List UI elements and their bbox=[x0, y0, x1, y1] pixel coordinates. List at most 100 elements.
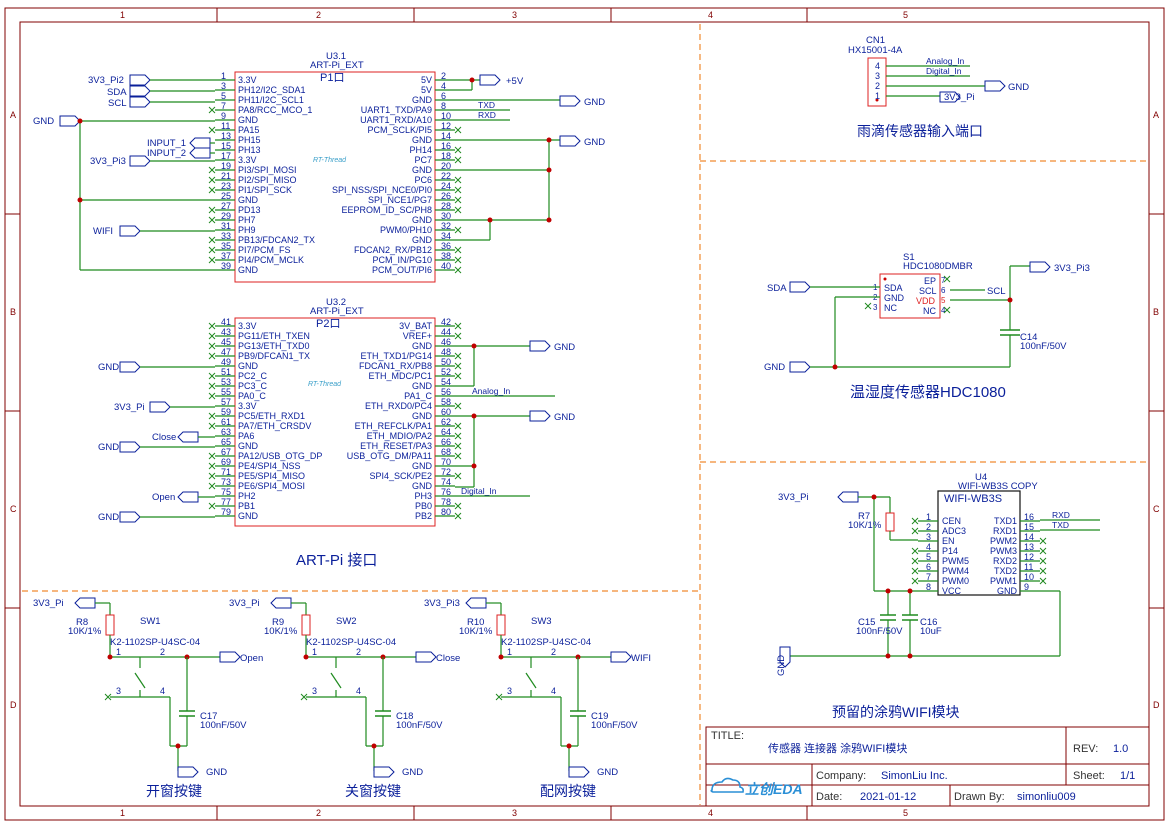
tb-date: 2021-01-12 bbox=[860, 791, 916, 803]
no-connect-mark bbox=[208, 246, 216, 254]
pin-name: PI3/SPI_MOSI bbox=[238, 165, 297, 175]
switch-pin-1: 1 bbox=[312, 647, 317, 657]
pin-number: 56 bbox=[441, 387, 451, 397]
pin-number: 63 bbox=[221, 427, 231, 437]
no-connect-mark bbox=[208, 166, 216, 174]
pin-name: GND bbox=[412, 215, 433, 225]
cn1-part: HX15001-4A bbox=[848, 45, 903, 56]
u4-pin-name: PWM3 bbox=[990, 546, 1017, 556]
net-3v3-pi: 3V3_Pi bbox=[33, 598, 64, 609]
pin-name: PE4/SPI4_NSS bbox=[238, 461, 301, 471]
pin-name: PA15 bbox=[238, 125, 259, 135]
s1-hdc1080: S1 HDC1080DMBR SDA GND NC 1 2 3 EP SCL V… bbox=[764, 252, 1090, 373]
pin-number: 13 bbox=[221, 131, 231, 141]
pin-number: 54 bbox=[441, 377, 451, 387]
net-gnd-p1-r1: GND bbox=[584, 97, 605, 108]
net-gnd-p1-r2: GND bbox=[584, 137, 605, 148]
pin-number: 17 bbox=[221, 151, 231, 161]
u4-pin-name: RXD2 bbox=[993, 556, 1017, 566]
no-connect-mark bbox=[454, 452, 462, 460]
pin-number: 39 bbox=[221, 261, 231, 271]
pin-name: PB2 bbox=[415, 511, 432, 521]
no-connect-mark bbox=[208, 372, 216, 380]
tb-drawn-label: Drawn By: bbox=[954, 791, 1005, 803]
u4-pin-name: PWM4 bbox=[942, 566, 969, 576]
no-connect-mark bbox=[454, 472, 462, 480]
s1-pin-nc: NC bbox=[884, 303, 897, 313]
no-connect-mark bbox=[208, 256, 216, 264]
no-connect-mark bbox=[208, 332, 216, 340]
pin-number: 21 bbox=[221, 171, 231, 181]
lceda-logo: 立创EDA bbox=[710, 777, 803, 797]
no-connect-mark bbox=[208, 352, 216, 360]
resistor-value: 10K/1% bbox=[264, 626, 298, 637]
u4-pin-number: 14 bbox=[1024, 532, 1034, 542]
resistor-value: 10K/1% bbox=[459, 626, 493, 637]
p1-title: P1口 bbox=[320, 72, 344, 84]
net-rxd: RXD bbox=[478, 110, 496, 120]
no-connect-mark bbox=[208, 236, 216, 244]
pin-number: 9 bbox=[221, 111, 226, 121]
pin-name: GND bbox=[412, 235, 433, 245]
pin-number: 80 bbox=[441, 507, 451, 517]
pin-name: PWM0/PH10 bbox=[380, 225, 432, 235]
pin-name: GND bbox=[412, 341, 433, 351]
resistor bbox=[301, 614, 311, 636]
pin-number: 66 bbox=[441, 437, 451, 447]
pin-number: 34 bbox=[441, 231, 451, 241]
pin-number: 8 bbox=[441, 101, 446, 111]
c16-value: 10uF bbox=[920, 626, 942, 637]
pin-number: 58 bbox=[441, 397, 451, 407]
pin-name: ETH_RESET/PA3 bbox=[360, 441, 432, 451]
switch-pin-3: 3 bbox=[507, 686, 512, 696]
pin-number: 60 bbox=[441, 407, 451, 417]
section-rain-title: 雨滴传感器输入端口 bbox=[857, 123, 983, 139]
pin-number: 37 bbox=[221, 251, 231, 261]
no-connect-mark bbox=[104, 693, 112, 701]
tb-rev: 1.0 bbox=[1113, 743, 1128, 755]
no-connect-mark bbox=[454, 196, 462, 204]
pin-name: PG13/ETH_TXD0 bbox=[238, 341, 310, 351]
pin-name: GND bbox=[238, 361, 259, 371]
pin-name: UART1_RXD/A10 bbox=[360, 115, 432, 125]
no-connect-mark bbox=[208, 106, 216, 114]
net-input1: INPUT_1 bbox=[147, 138, 186, 149]
no-connect-mark bbox=[208, 342, 216, 350]
net-3v3-pi3: 3V3_Pi3 bbox=[90, 156, 126, 167]
no-connect-mark bbox=[454, 372, 462, 380]
pin-name: PA12/USB_OTG_DP bbox=[238, 451, 322, 461]
no-connect-mark bbox=[454, 156, 462, 164]
p1-left-wiring: 3V3_Pi2 SDA SCL GND INPUT_1 INPUT_2 3V3_… bbox=[33, 74, 215, 271]
pin-number: 65 bbox=[221, 437, 231, 447]
col-label-4: 4 bbox=[708, 10, 713, 20]
no-connect-mark bbox=[208, 412, 216, 420]
resistor-designator: R10 bbox=[467, 617, 484, 628]
no-connect-mark bbox=[208, 186, 216, 194]
net-flag bbox=[610, 651, 632, 663]
c14-designator: C14 bbox=[1020, 332, 1037, 343]
pin-name: GND bbox=[238, 195, 259, 205]
s1-pin-scl: SCL bbox=[919, 286, 937, 296]
pin-name: GND bbox=[412, 135, 433, 145]
pin-name: PG11/ETH_TXEN bbox=[238, 331, 310, 341]
pin-name: PB9/DFCAN1_TX bbox=[238, 351, 310, 361]
switch-part: K2-1102SP-U4SC-04 bbox=[501, 637, 591, 648]
pin-name: UART1_TXD/PA9 bbox=[361, 105, 432, 115]
junction bbox=[498, 654, 504, 660]
u4-pin-name: PWM5 bbox=[942, 556, 969, 566]
pin-name: GND bbox=[412, 95, 433, 105]
no-connect-mark bbox=[454, 362, 462, 370]
junction bbox=[371, 743, 377, 749]
pin-number: 71 bbox=[221, 467, 231, 477]
u4-pin-number: 5 bbox=[926, 552, 931, 562]
tb-title-label: TITLE: bbox=[711, 730, 744, 742]
capacitor-value: 100nF/50V bbox=[396, 720, 443, 731]
col-label-3-bottom: 3 bbox=[512, 808, 517, 818]
s1-pin-5: 5 bbox=[941, 296, 946, 305]
pin-name: PH15 bbox=[238, 135, 261, 145]
no-connect-mark bbox=[208, 382, 216, 390]
pin-number: 70 bbox=[441, 457, 451, 467]
no-connect-mark bbox=[208, 176, 216, 184]
power-flag bbox=[465, 597, 487, 609]
no-connect-mark bbox=[454, 422, 462, 430]
